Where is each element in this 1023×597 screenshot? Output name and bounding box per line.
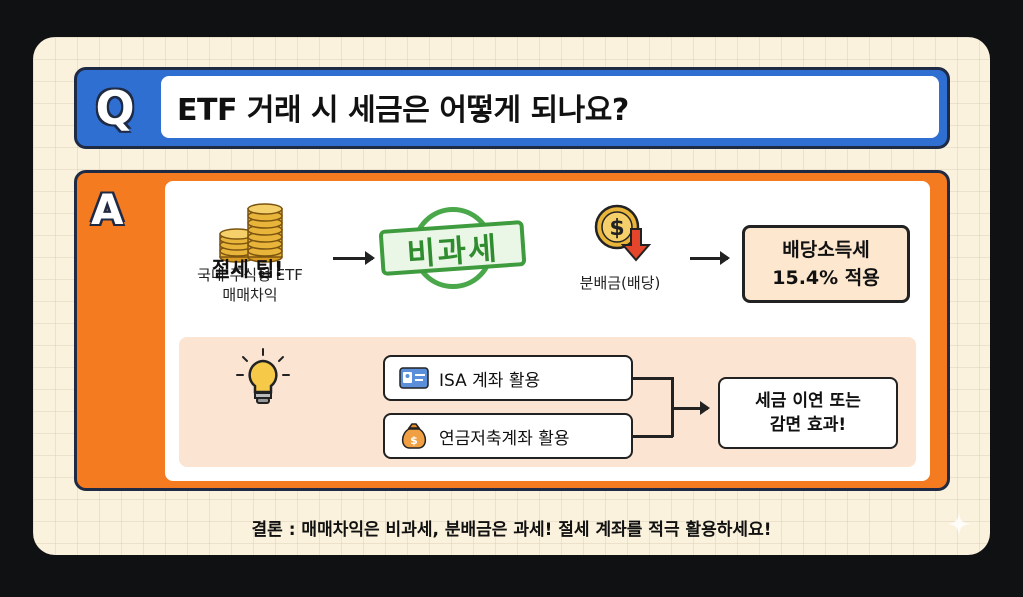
coins-label: 국내 주식형 ETF 매매차익	[175, 265, 325, 305]
connector-line	[633, 377, 673, 380]
question-text: ETF 거래 시 세금은 어떻게 되나요?	[161, 76, 939, 138]
answer-badge: A	[91, 185, 124, 234]
question-box: Q ETF 거래 시 세금은 어떻게 되나요?	[74, 67, 950, 149]
isa-account-label: ISA 계좌 활용	[439, 370, 541, 391]
stamp-text: 비과세	[378, 219, 527, 277]
tax-line2: 15.4% 적용	[772, 267, 880, 289]
question-badge: Q	[95, 81, 135, 135]
tax-tip-title: 절세 팁!	[212, 257, 284, 281]
arrow-right-icon	[672, 401, 710, 415]
lightbulb-icon	[236, 348, 290, 404]
pension-savings-label: 연금저축계좌 활용	[439, 428, 570, 449]
id-card-icon	[399, 367, 429, 389]
infographic-card: Q ETF 거래 시 세금은 어떻게 되나요? A	[33, 37, 990, 555]
money-bag-icon: $	[401, 423, 427, 449]
benefit-line2: 감면 효과!	[769, 415, 847, 435]
sparkle-icon	[947, 512, 971, 536]
arrow-right-icon	[690, 251, 730, 265]
svg-text:$: $	[609, 216, 624, 241]
dividend-label: 분배금(배당)	[579, 274, 661, 292]
coins-label-line2: 매매차익	[222, 286, 278, 304]
coins-label-line1: 국내 주식형 ETF	[197, 266, 303, 284]
connector-line	[633, 435, 673, 438]
tax-exempt-stamp: 비과세	[378, 207, 527, 293]
dividend-tax-box: 배당소득세 15.4% 적용	[742, 225, 910, 303]
pension-savings-account-item: $ 연금저축계좌 활용	[383, 413, 633, 459]
answer-box: A	[74, 170, 950, 491]
benefit-line1: 세금 이연 또는	[755, 391, 861, 411]
arrow-right-icon	[333, 251, 375, 265]
answer-panel: 국내 주식형 ETF 매매차익 비과세 $ 분배금(배당) 배당소득세 15.4…	[165, 181, 930, 481]
dollar-coin-down-arrow-icon: $	[594, 204, 652, 262]
tax-line1: 배당소득세	[782, 239, 870, 261]
coins-stack-icon	[219, 203, 283, 263]
svg-text:$: $	[410, 434, 418, 447]
tax-benefit-box: 세금 이연 또는 감면 효과!	[718, 377, 898, 449]
conclusion-text: 결론 : 매매차익은 비과세, 분배금은 과세! 절세 계좌를 적극 활용하세요…	[251, 520, 772, 540]
isa-account-item: ISA 계좌 활용	[383, 355, 633, 401]
